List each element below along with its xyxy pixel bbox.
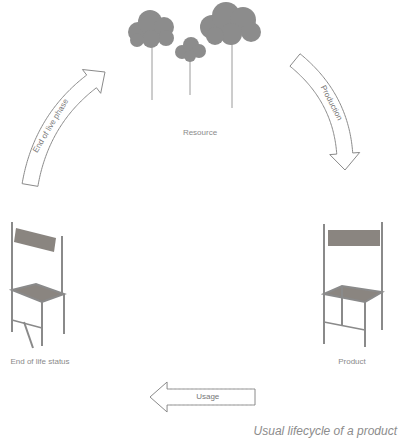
cloud-crown	[200, 2, 261, 45]
tree-stems	[152, 44, 232, 108]
illustrated-node: Resource	[105, 0, 295, 140]
arrow-label: Usage	[196, 392, 219, 402]
block-arrow	[150, 382, 255, 412]
chair-post	[381, 222, 383, 330]
figure-caption: Usual lifecycle of a product	[254, 424, 397, 438]
chair-stretcher	[324, 322, 365, 330]
tree-stem	[232, 44, 233, 108]
trees-illustration	[128, 2, 261, 108]
chair-backrest	[328, 230, 380, 246]
chair-leg	[41, 302, 43, 346]
chair-post	[11, 222, 13, 332]
broken-chair-illustration	[12, 222, 64, 348]
arrow-label: Production	[318, 84, 344, 123]
chair-seat	[324, 286, 382, 302]
chair-post	[61, 236, 63, 294]
block-arrow	[22, 70, 105, 187]
tree-stem	[152, 46, 153, 100]
node-label: Resource	[183, 128, 217, 138]
cloud-crown	[128, 10, 174, 48]
illustrated-node: End of life status	[0, 185, 150, 405]
node-label-group: Product	[338, 357, 366, 367]
chair-post	[323, 224, 325, 344]
chair-backrest	[14, 228, 56, 252]
broken-leg	[24, 322, 33, 348]
chair-leg	[63, 294, 65, 334]
tree-stem	[190, 58, 191, 95]
chair-seat	[12, 284, 64, 302]
arrow-label: End of live phase	[31, 97, 71, 155]
node-label: Product	[338, 357, 366, 367]
cloud-crown	[175, 37, 206, 62]
chair-illustration	[324, 222, 382, 347]
chair-leg	[341, 286, 343, 326]
illustrated-node: Product	[255, 170, 395, 405]
chair-leg	[364, 302, 366, 347]
block-arrow	[290, 54, 360, 170]
node-label: End of life status	[10, 357, 69, 367]
node-label-group: Resource	[183, 128, 217, 138]
chair-stretcher	[12, 320, 42, 328]
node-label-group: End of life status	[10, 357, 69, 367]
